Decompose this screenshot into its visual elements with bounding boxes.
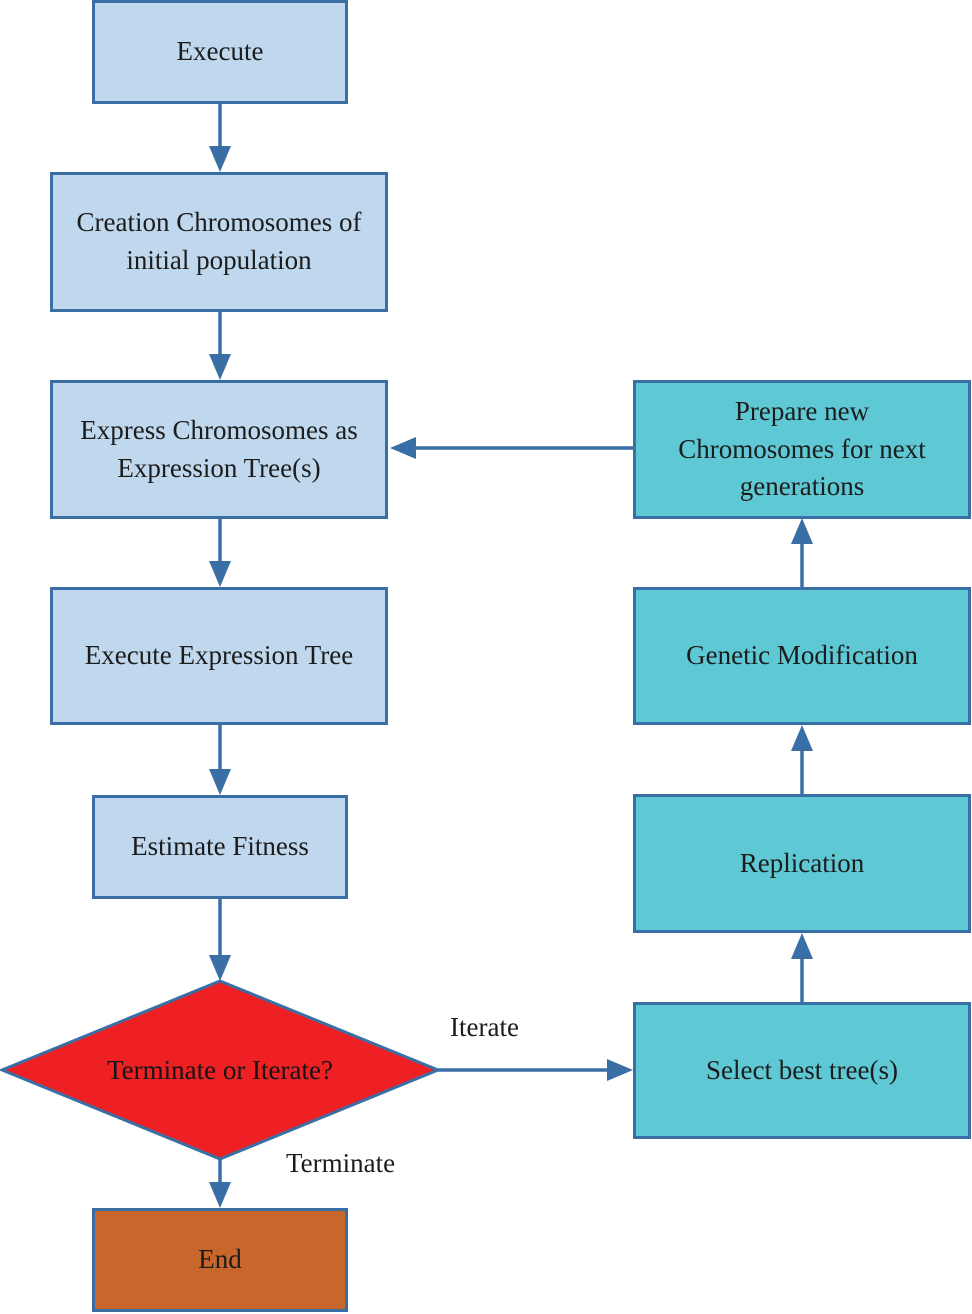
arrowhead-executetree-estimate: [209, 769, 231, 795]
arrowhead-execute-creation: [209, 146, 231, 172]
node-execute: Execute: [92, 0, 348, 104]
node-decision: Terminate or Iterate?: [2, 981, 438, 1159]
node-end-label: End: [198, 1244, 242, 1275]
node-creation-chromosomes: Creation Chromosomes of initial populati…: [50, 172, 388, 312]
node-genetic-modification: Genetic Modification: [633, 587, 971, 725]
arrowhead-decision-select: [607, 1059, 633, 1081]
node-execute-expression-tree-label: Execute Expression Tree: [84, 640, 354, 671]
arrowhead-genetic-prepare: [791, 518, 813, 544]
arrowhead-prepare-express: [390, 437, 416, 459]
edge-label-iterate: Iterate: [450, 1012, 519, 1042]
node-execute-label: Execute: [176, 36, 264, 67]
arrowhead-estimate-decision: [209, 955, 231, 981]
node-replication: Replication: [633, 794, 971, 933]
node-prepare-new-chromosomes-label: Prepare new Chromosomes for next generat…: [678, 395, 926, 502]
arrowhead-express-executetree: [209, 561, 231, 587]
node-creation-chromosomes-label: Creation Chromosomes of initial populati…: [76, 207, 362, 275]
node-select-best-trees-label: Select best tree(s): [706, 1054, 898, 1085]
edge-label-terminate: Terminate: [286, 1148, 396, 1178]
node-genetic-modification-label: Genetic Modification: [686, 640, 918, 671]
node-prepare-new-chromosomes: Prepare new Chromosomes for next generat…: [633, 380, 971, 519]
arrowhead-creation-express: [209, 354, 231, 380]
node-estimate-fitness-label: Estimate Fitness: [131, 831, 309, 862]
node-select-best-trees: Select best tree(s): [633, 1002, 971, 1139]
arrowhead-select-replication: [791, 933, 813, 959]
node-estimate-fitness: Estimate Fitness: [92, 795, 348, 899]
node-express-chromosomes: Express Chromosomes as Expression Tree(s…: [50, 380, 388, 519]
arrowhead-decision-end: [209, 1182, 231, 1208]
node-execute-expression-tree: Execute Expression Tree: [50, 587, 388, 725]
node-express-chromosomes-label: Express Chromosomes as Expression Tree(s…: [80, 414, 358, 483]
arrowhead-replication-genetic: [791, 725, 813, 751]
node-replication-label: Replication: [739, 847, 865, 878]
node-decision-label: Terminate or Iterate?: [107, 1054, 333, 1085]
node-end: End: [92, 1208, 348, 1312]
